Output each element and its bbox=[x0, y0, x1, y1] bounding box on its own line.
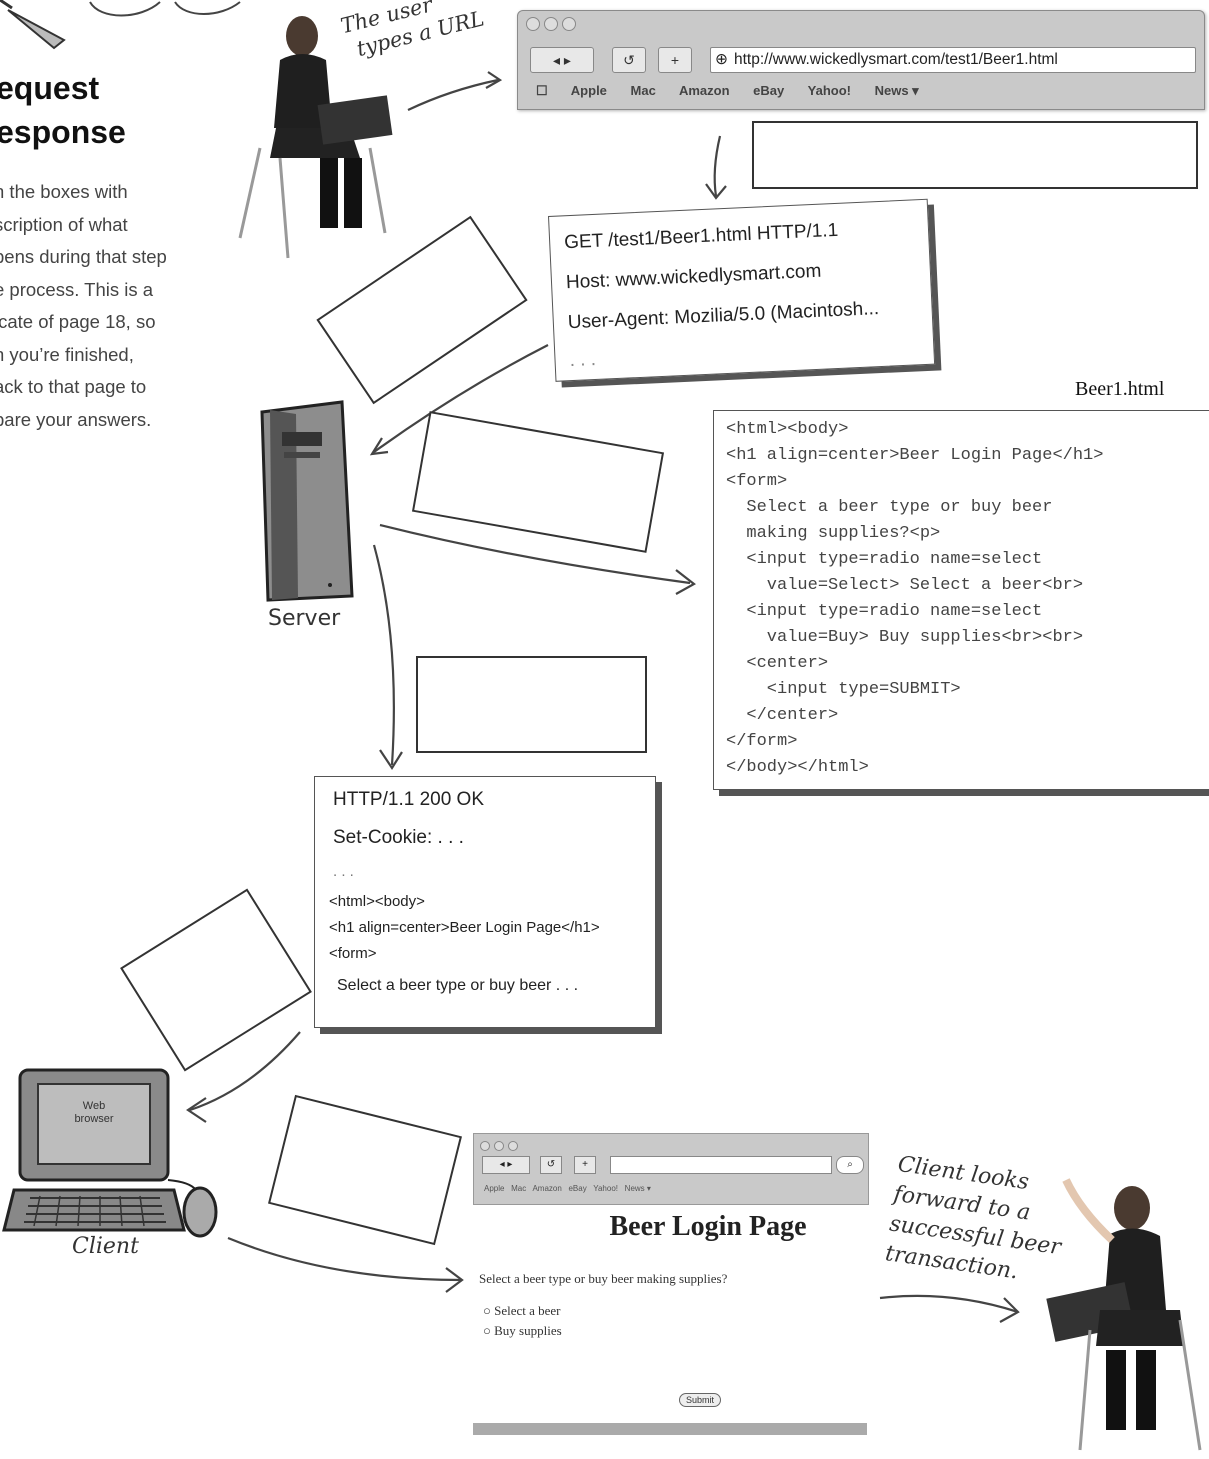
close-icon[interactable] bbox=[526, 17, 540, 31]
http-response: HTTP/1.1 200 OK Set-Cookie: . . . . . . … bbox=[314, 776, 656, 1028]
minimize-icon[interactable] bbox=[544, 17, 558, 31]
code-line: <html><body> bbox=[726, 420, 849, 439]
response-line: <h1 align=center>Beer Login Page</h1> bbox=[329, 919, 600, 936]
radio-label: Buy supplies bbox=[494, 1323, 562, 1338]
reload-button[interactable]: ↺ bbox=[540, 1156, 562, 1174]
zoom-icon[interactable] bbox=[562, 17, 576, 31]
client-figure bbox=[1046, 1178, 1202, 1451]
server-label: Server bbox=[268, 606, 341, 631]
zoom-icon[interactable] bbox=[508, 1141, 518, 1151]
response-line: <form> bbox=[329, 945, 377, 962]
code-line: Select a beer type or buy beer bbox=[726, 498, 1053, 517]
intro-line: pare your answers. bbox=[0, 408, 152, 430]
request-line: GET /test1/Beer1.html HTTP/1.1 bbox=[563, 219, 839, 254]
radio-icon[interactable]: ○ bbox=[483, 1303, 491, 1318]
response-cookie: Set-Cookie: . . . bbox=[333, 827, 464, 848]
user-note: The user types a URL bbox=[338, 0, 487, 64]
radio-label: Select a beer bbox=[494, 1303, 561, 1318]
intro-line: ack to that page to bbox=[0, 376, 147, 397]
file-name-label: Beer1.html bbox=[1075, 378, 1165, 400]
bookmark-item[interactable]: Amazon bbox=[678, 83, 730, 98]
response-dots: . . . bbox=[333, 863, 354, 880]
answer-box bbox=[316, 215, 528, 405]
close-icon[interactable] bbox=[480, 1141, 490, 1151]
client-note: Client looks forward to a successful bee… bbox=[883, 1150, 1071, 1293]
response-line: Select a beer type or buy beer . . . bbox=[337, 977, 579, 994]
bookmarks-bar: ☐ Apple Mac Amazon eBay Yahoo! News ▾ bbox=[536, 83, 939, 99]
bookmarks-icon[interactable]: ☐ bbox=[536, 83, 548, 98]
minimize-icon[interactable] bbox=[494, 1141, 504, 1151]
window-controls bbox=[526, 17, 580, 36]
computer-icon bbox=[2, 1068, 218, 1238]
code-line: <center> bbox=[726, 654, 829, 673]
reload-button[interactable]: ↺ bbox=[612, 47, 646, 73]
radio-icon[interactable]: ○ bbox=[483, 1323, 491, 1338]
request-line: . . . bbox=[569, 348, 597, 372]
screen-line: browser bbox=[74, 1113, 114, 1125]
globe-icon: ⊕ bbox=[715, 51, 728, 68]
code-line: <input type=radio name=select bbox=[726, 550, 1043, 569]
status-bar bbox=[473, 1423, 867, 1435]
answer-box bbox=[268, 1094, 462, 1246]
server-icon bbox=[260, 400, 354, 602]
answer-box bbox=[120, 888, 312, 1072]
back-forward-button[interactable]: ◂ ▸ bbox=[482, 1156, 530, 1174]
heading-line-1: equest bbox=[0, 70, 100, 106]
intro-line: e process. This is a bbox=[0, 278, 154, 300]
screen-text: Web browser bbox=[56, 1100, 132, 1126]
back-forward-button[interactable]: ◂ ▸ bbox=[530, 47, 594, 73]
submit-button[interactable]: Submit bbox=[679, 1393, 722, 1407]
code-line: value=Buy> Buy supplies<br><br> bbox=[726, 628, 1084, 647]
http-request: GET /test1/Beer1.html HTTP/1.1 Host: www… bbox=[548, 198, 936, 382]
search-icon[interactable]: ⌕ bbox=[836, 1156, 864, 1174]
heading-line-2: esponse bbox=[0, 114, 126, 150]
code-line: <form> bbox=[726, 472, 788, 491]
url-text: http://www.wickedlysmart.com/test1/Beer1… bbox=[734, 51, 1058, 68]
url-bar[interactable] bbox=[610, 1156, 832, 1174]
radio-option-buy[interactable]: ○ Buy supplies bbox=[483, 1323, 562, 1339]
code-line: </form> bbox=[726, 732, 798, 751]
rendered-browser-toolbar: ◂ ▸ ↺ + ⌕ Apple Mac Amazon eBay Yahoo! N… bbox=[473, 1133, 869, 1205]
code-line: <input type=radio name=select bbox=[726, 602, 1043, 621]
response-line: <html><body> bbox=[329, 893, 425, 910]
intro-line: n the boxes with bbox=[0, 181, 128, 202]
code-line: value=Select> Select a beer<br> bbox=[726, 576, 1084, 595]
answer-box bbox=[416, 656, 647, 753]
page-title: Beer Login Page bbox=[609, 1211, 807, 1242]
rendered-browser: ◂ ▸ ↺ + ⌕ Apple Mac Amazon eBay Yahoo! N… bbox=[473, 1133, 869, 1435]
intro-line: scription of what bbox=[0, 213, 128, 235]
response-status: HTTP/1.1 200 OK bbox=[333, 789, 485, 810]
bookmark-item[interactable]: eBay bbox=[753, 83, 785, 98]
client-label: Client bbox=[72, 1234, 139, 1259]
code-line: making supplies?<p> bbox=[726, 524, 941, 543]
code-line: <input type=SUBMIT> bbox=[726, 680, 961, 699]
intro-line: icate of page 18, so bbox=[0, 311, 156, 332]
answer-box bbox=[752, 121, 1198, 189]
add-bookmark-button[interactable]: + bbox=[574, 1156, 596, 1174]
intro-text: n the boxes with scription of what pens … bbox=[0, 176, 209, 436]
bookmarks-bar: Apple Mac Amazon eBay Yahoo! News ▾ bbox=[484, 1184, 651, 1193]
url-bar[interactable]: ⊕ http://www.wickedlysmart.com/test1/Beer… bbox=[710, 47, 1196, 73]
request-line: User-Agent: Mozilia/5.0 (Macintosh... bbox=[567, 298, 880, 334]
bookmark-item[interactable]: Mac bbox=[630, 83, 656, 98]
code-line: <h1 align=center>Beer Login Page</h1> bbox=[726, 446, 1104, 465]
window-controls bbox=[480, 1138, 522, 1156]
browser-window: ◂ ▸ ↺ + ⊕ http://www.wickedlysmart.com/te… bbox=[517, 10, 1205, 110]
intro-line: n you’re finished, bbox=[0, 343, 134, 365]
bookmark-item[interactable]: News ▾ bbox=[874, 83, 919, 98]
section-heading: equest esponse bbox=[0, 66, 126, 154]
screen-line: Web bbox=[82, 1100, 106, 1112]
request-line: Host: www.wickedlysmart.com bbox=[565, 260, 822, 294]
add-bookmark-button[interactable]: + bbox=[658, 47, 692, 73]
intro-line: pens during that step bbox=[0, 246, 167, 267]
bookmark-item[interactable]: Apple bbox=[570, 83, 607, 98]
form-question: Select a beer type or buy beer making su… bbox=[479, 1271, 728, 1286]
code-line: </body></html> bbox=[726, 758, 869, 777]
bookmark-item[interactable]: Yahoo! bbox=[807, 83, 851, 98]
html-source: <html><body> <h1 align=center>Beer Login… bbox=[713, 410, 1209, 790]
pencil-icon bbox=[0, 0, 241, 50]
answer-box bbox=[411, 411, 665, 553]
radio-option-select[interactable]: ○ Select a beer bbox=[483, 1303, 561, 1319]
code-line: </center> bbox=[726, 706, 839, 725]
